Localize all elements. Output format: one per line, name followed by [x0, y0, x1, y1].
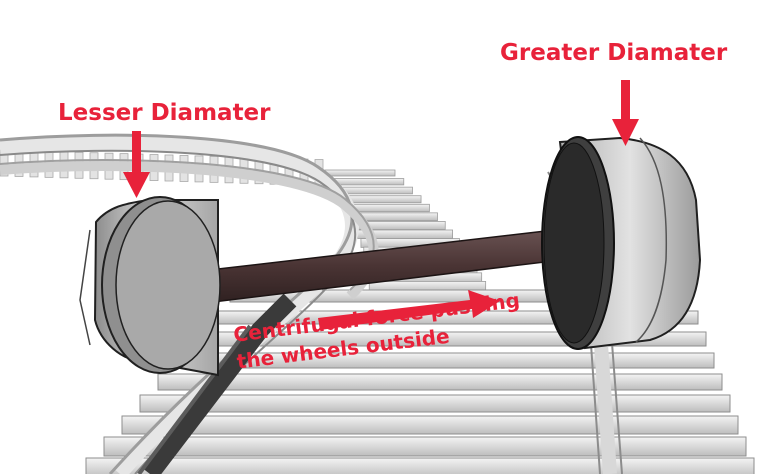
sleeper [329, 178, 405, 186]
sleeper [85, 457, 755, 474]
arrow-centrifugal-force [318, 290, 500, 330]
sleeper [139, 394, 731, 413]
sleeper [103, 436, 747, 457]
arrow-greater-diameter [612, 80, 639, 146]
track-sleepers-near [85, 289, 755, 474]
sleeper [324, 169, 396, 177]
greater-diameter-label: Greater Diamater [500, 40, 728, 66]
right-wheel [541, 136, 702, 350]
arrow-lesser-diameter [123, 131, 150, 198]
lesser-diameter-label: Lesser Diamater [58, 100, 271, 126]
sleeper [121, 415, 739, 435]
left-wheel [79, 196, 221, 377]
sleeper [157, 373, 723, 391]
